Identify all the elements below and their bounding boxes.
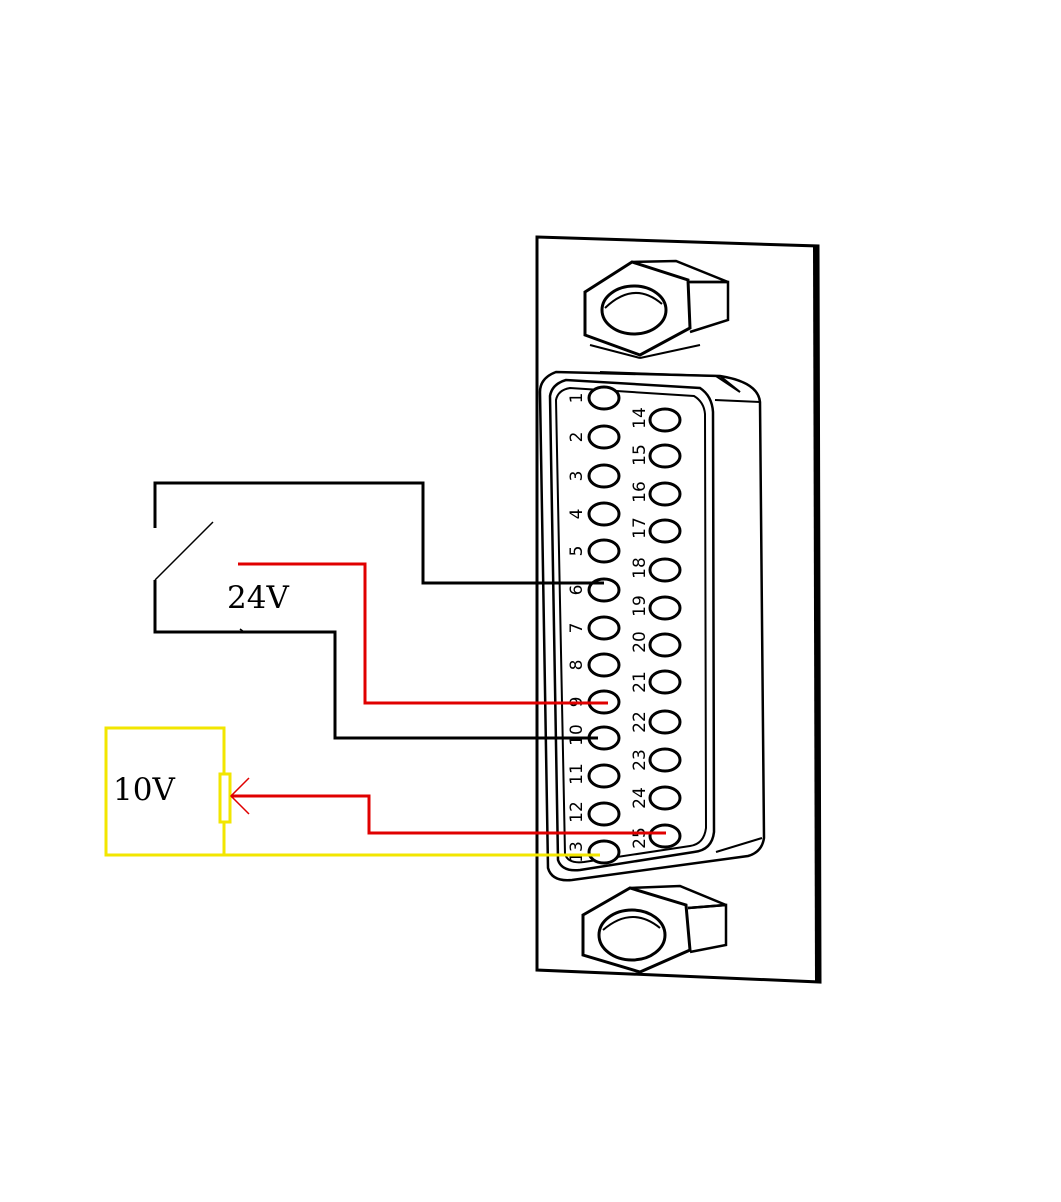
pin-number-12: 12 [567, 801, 587, 823]
potentiometer-circuit [104, 726, 666, 857]
pin-number-18: 18 [630, 557, 650, 579]
pin-hole-18 [648, 557, 682, 583]
pin-number-15: 15 [630, 444, 650, 466]
pin-number-2: 2 [567, 432, 587, 443]
pin-holes [587, 385, 682, 865]
pin-hole-4 [587, 501, 621, 527]
wire-switch-to-pin6 [153, 481, 604, 585]
pin-number-23: 23 [630, 749, 650, 771]
pin-hole-25 [648, 823, 682, 849]
pin-hole-7 [587, 615, 621, 641]
pin-hole-5 [587, 538, 621, 564]
switch-circuit [153, 481, 604, 740]
pin-number-3: 3 [567, 471, 587, 482]
wire-24v-to-pin9 [238, 562, 608, 705]
pin-hole-16 [648, 481, 682, 507]
pin-hole-12 [587, 801, 621, 827]
pin-hole-19 [648, 595, 682, 621]
pin-hole-22 [648, 709, 682, 735]
pin-number-5: 5 [567, 546, 587, 557]
pin-hole-11 [587, 763, 621, 789]
wire-10v-loop [104, 726, 600, 857]
pin-hole-20 [648, 632, 682, 658]
pin-number-8: 8 [567, 660, 587, 671]
label-10v: 10V [113, 772, 175, 808]
pin-number-17: 17 [630, 517, 650, 539]
pin-number-1: 1 [567, 393, 587, 404]
potentiometer [218, 772, 232, 824]
pin-number-10: 10 [567, 724, 587, 746]
bottom-screw-nut [581, 884, 728, 974]
pin-hole-23 [648, 747, 682, 773]
pin-number-14: 14 [630, 407, 650, 429]
pin-number-16: 16 [630, 481, 650, 503]
pin-number-19: 19 [630, 595, 650, 617]
pin-hole-17 [648, 518, 682, 544]
pin-hole-13 [587, 839, 621, 865]
wire-switch-to-pin10 [153, 580, 598, 740]
pin-hole-14 [648, 407, 682, 433]
pin-numbers: 1 2 3 4 5 6 7 8 9 10 11 12 13 14 15 16 1… [567, 393, 650, 863]
pin-number-7: 7 [567, 623, 587, 634]
pin-hole-8 [587, 652, 621, 678]
switch-lever [154, 521, 214, 581]
pin-number-24: 24 [630, 787, 650, 809]
wire-wiper-to-pin25 [231, 794, 666, 835]
top-screw-nut [583, 259, 730, 359]
pin-hole-3 [587, 463, 621, 489]
pin-number-13: 13 [567, 841, 587, 863]
pin-number-4: 4 [567, 509, 587, 520]
pin-hole-21 [648, 669, 682, 695]
pin-hole-24 [648, 785, 682, 811]
pin-hole-15 [648, 443, 682, 469]
pin-hole-2 [587, 424, 621, 450]
pin-number-21: 21 [630, 671, 650, 693]
pin-number-11: 11 [567, 763, 587, 785]
label-24v: 24V [227, 580, 289, 616]
pin-hole-1 [587, 385, 621, 411]
pin-number-25: 25 [630, 827, 650, 849]
pin-number-6: 6 [567, 585, 587, 596]
pin-number-22: 22 [630, 711, 650, 733]
pin-number-20: 20 [630, 631, 650, 653]
